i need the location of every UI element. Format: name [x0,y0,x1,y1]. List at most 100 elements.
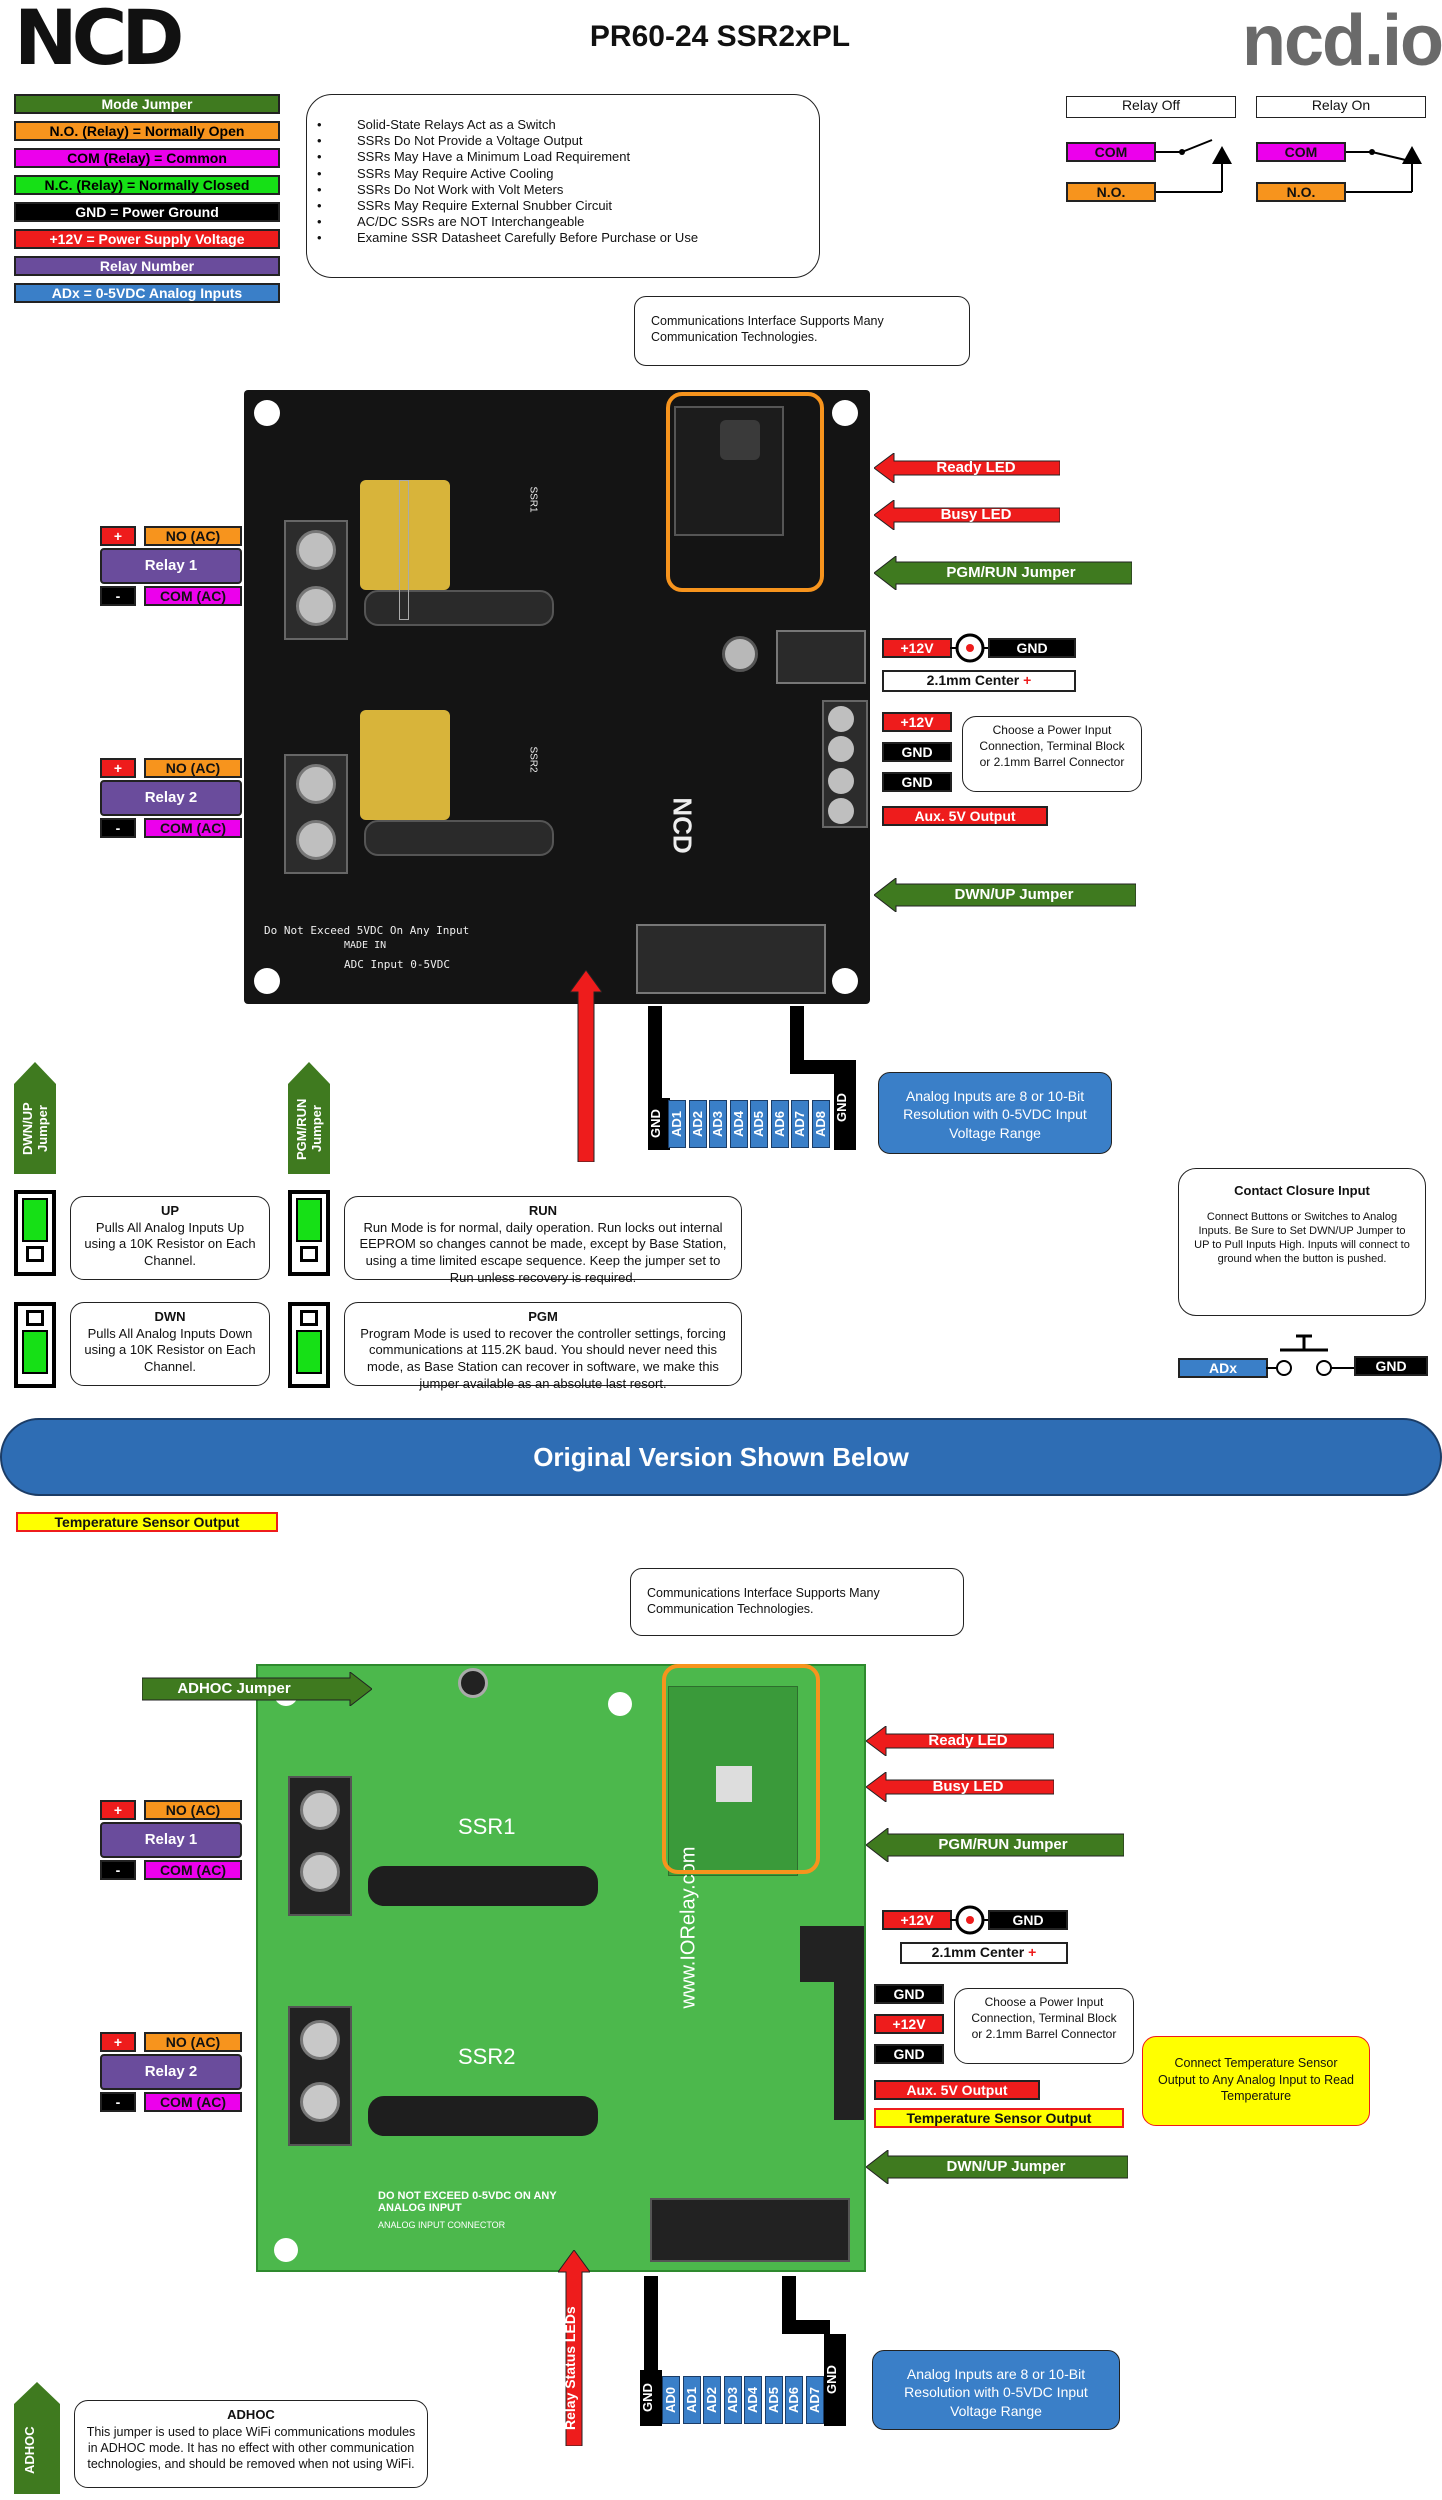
note-item: •Examine SSR Datasheet Carefully Before … [317,230,699,246]
legend-item: Relay Number [14,256,280,276]
com-ac-tag: COM (AC) [144,2092,242,2112]
relay-off-title: Relay Off [1066,96,1236,118]
minus-tag: - [100,1860,136,1880]
dwn-up-label: DWN/UP Jumper [954,886,1074,903]
note-item: •Solid-State Relays Act as a Switch [317,117,556,132]
legend-item: N.C. (Relay) = Normally Closed [14,175,280,195]
ssr-notes: •Solid-State Relays Act as a Switch•SSRs… [306,94,820,278]
jumper-run-icon [288,1190,330,1276]
modern-board: SSR1 SSR2 MADE IN Do Not Exceed 5VDC On … [244,390,870,1004]
relay-number-tag: Relay 1 [100,548,242,584]
silk-warning: DO NOT EXCEED 0-5VDC ON ANY ANALOG INPUT [378,2190,557,2215]
analog-pin-ad3: AD3 [723,2376,742,2424]
ready-led-label: Ready LED [936,459,1016,476]
no-ac-tag: NO (AC) [144,2032,242,2052]
gnd-pin: GND [834,1066,856,1150]
adhoc-label: ADHOC Jumper [177,1680,291,1697]
relay-on-title: Relay On [1256,96,1426,118]
analog-pin-ad2: AD2 [688,1100,707,1148]
plus12v-tag: +12V [882,638,952,658]
original-board: SSR1 SSR2 DO NOT EXCEED 0-5VDC ON ANY AN… [256,1664,866,2272]
ready-led-label: Ready LED [928,1732,1008,1749]
analog-pin-ad4: AD4 [744,2376,762,2424]
aux5v-tag: Aux. 5V Output [882,806,1048,826]
relay-off-switch-icon [1156,139,1232,193]
ncd-io-logo: ncd.io [1242,1,1442,81]
analog-pin-ad6: AD6 [785,2376,803,2424]
com-ac-tag: COM (AC) [144,586,242,606]
ncd-logo: NCD [14,0,184,82]
com-tag: COM [1066,142,1156,162]
relay-on-switch-icon [1346,146,1422,193]
legend-item: Mode Jumper [14,94,280,114]
analog-pin-ad0: AD0 [662,2376,680,2424]
pushbutton-icon [1266,1334,1356,1376]
page-title: PR60-24 SSR2xPL [589,20,851,53]
jumper-pgm-icon [288,1302,330,1388]
barrel-icon [950,1905,990,1935]
gnd-tag: GND [874,2044,944,2064]
gnd-tag: GND [874,1984,944,2004]
silk-ssr1: SSR1 [527,486,539,513]
temp-legend-tag: Temperature Sensor Output [16,1512,278,1532]
comm-note: Communications Interface Supports Many C… [634,296,970,366]
analog-pin-ad4: AD4 [729,1100,748,1148]
jumper-dwn-icon [14,1302,56,1388]
com-ac-tag: COM (AC) [144,818,242,838]
com-ac-tag: COM (AC) [144,1860,242,1880]
minus-tag: - [100,2092,136,2112]
relay-number-tag: Relay 2 [100,2054,242,2090]
jumper-up-icon [14,1190,56,1276]
status-leds-label: Relay Status LEDs [562,2306,578,2430]
com-tag: COM [1256,142,1346,162]
note-item: •SSRs May Have a Minimum Load Requiremen… [317,149,631,165]
gnd-tag: GND [882,742,952,762]
note-item: •SSRs Do Not Provide a Voltage Output [317,133,583,149]
pgm-run-label: PGM/RUN Jumper [946,564,1076,581]
gnd-pin: GND [640,2370,662,2426]
silk-warning: Do Not Exceed 5VDC On Any Input [264,924,470,937]
plus-tag: + [100,758,136,778]
analog-pin-ad3: AD3 [709,1100,727,1148]
gnd-tag: GND [988,1910,1068,1930]
comm-note: Communications Interface Supports Many C… [630,1568,964,1636]
no-ac-tag: NO (AC) [144,526,242,546]
silk-ssr2: SSR2 [527,746,539,773]
dwnup-jumper-title: DWN/UP Jumper [20,1102,50,1156]
gnd-tag: GND [1354,1356,1428,1376]
no-tag: N.O. [1256,182,1346,202]
power-note: Choose a Power Input Connection, Termina… [954,1988,1134,2064]
gnd-pin: GND [824,2334,846,2426]
legend-item: COM (Relay) = Common [14,148,280,168]
legend-item: ADx = 0-5VDC Analog Inputs [14,283,280,303]
analog-pin-ad6: AD6 [770,1100,789,1148]
note-item: •SSRs May Require External Snubber Circu… [317,198,613,214]
barrel-icon [950,633,990,663]
analog-pin-ad8: AD8 [811,1100,830,1148]
analog-pin-ad2: AD2 [703,2376,721,2424]
temp-output-tag: Temperature Sensor Output [874,2108,1124,2128]
no-ac-tag: NO (AC) [144,758,242,778]
silk-adc: ADC Input 0-5VDC [344,958,450,971]
gnd-tag: GND [988,638,1076,658]
aux5v-tag: Aux. 5V Output [874,2080,1040,2100]
plus12v-tag: +12V [882,712,952,732]
legend-item: N.O. (Relay) = Normally Open [14,121,280,141]
analog-pin-ad7: AD7 [805,2376,824,2424]
relay-number-tag: Relay 2 [100,780,242,816]
no-tag: N.O. [1066,182,1156,202]
note-item: •SSRs May Require Active Cooling [317,165,554,181]
gnd-pin: GND [648,1098,670,1150]
gnd-tag: GND [882,772,952,792]
analog-pin-ad1: AD1 [668,1100,686,1148]
plus-tag: + [100,2032,136,2052]
analog-pin-ad5: AD5 [764,2376,783,2424]
legend-item: +12V = Power Supply Voltage [14,229,280,249]
silk-ssr2: SSR2 [458,2044,516,2069]
